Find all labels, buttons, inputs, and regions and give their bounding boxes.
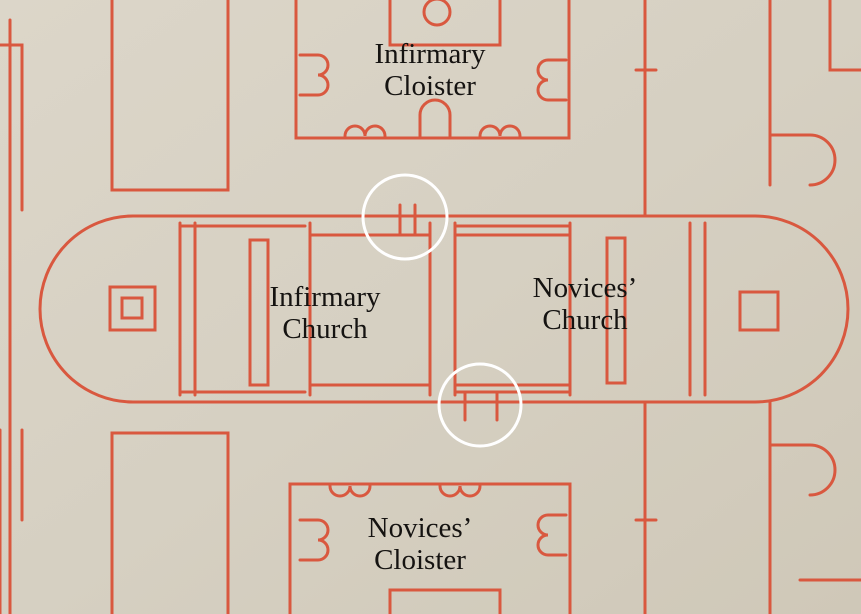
novices-altar <box>738 290 780 332</box>
novices-cloister-arcades <box>298 484 568 614</box>
label-novices-cloister: Novices’ Cloister <box>340 512 500 576</box>
label-line: Infirmary <box>269 281 381 313</box>
label-novices-church: Novices’ Church <box>510 272 660 336</box>
infirmary-altar-inner <box>120 296 144 320</box>
church-outline <box>38 214 850 404</box>
church-dividers <box>178 221 707 397</box>
left-edge-lines <box>0 18 24 614</box>
infirmary-bench <box>248 238 270 387</box>
infirmary-altar <box>108 285 157 332</box>
highlight-circle-lower <box>437 362 523 448</box>
label-infirmary-cloister: Infirmary Cloister <box>350 38 510 102</box>
label-line: Novices’ <box>532 272 638 304</box>
label-infirmary-church: Infirmary Church <box>240 281 410 345</box>
doorway-lower <box>463 390 499 422</box>
fountain <box>422 0 452 27</box>
church-inner-line <box>178 224 572 394</box>
novices-bench <box>605 236 627 385</box>
infirmary-cloister-arcades <box>298 0 568 138</box>
label-line: Church <box>282 313 368 345</box>
label-line: Cloister <box>374 544 466 576</box>
label-line: Church <box>542 304 628 336</box>
infirmary-cloister-outline <box>294 0 571 140</box>
left-upper-building <box>110 0 230 192</box>
label-line: Novices’ <box>367 512 473 544</box>
novices-cloister-outline <box>288 482 572 614</box>
highlight-circle-upper <box>361 173 449 261</box>
label-line: Cloister <box>384 70 476 102</box>
doorway-upper <box>398 203 417 237</box>
label-line: Infirmary <box>374 38 486 70</box>
left-lower-building <box>110 431 230 614</box>
right-dividers <box>634 0 861 614</box>
